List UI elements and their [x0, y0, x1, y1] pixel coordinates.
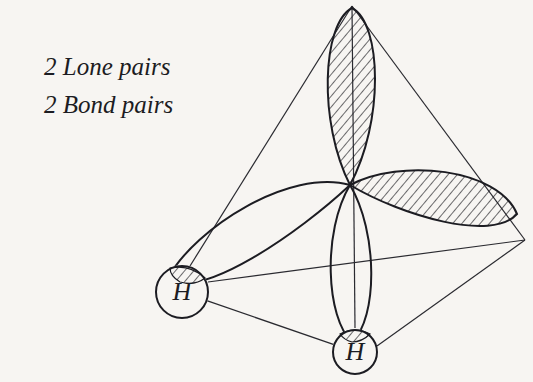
hydrogen-circle: H	[332, 329, 378, 375]
handwritten-note: 2 Lone pairs	[44, 54, 170, 79]
atom-symbol: H	[346, 339, 365, 365]
handwritten-note: 2 Bond pairs	[44, 92, 173, 117]
atom-symbol: H	[173, 279, 192, 305]
hydrogen-circle: H	[155, 265, 209, 319]
tetrahedron-edge	[208, 301, 334, 345]
